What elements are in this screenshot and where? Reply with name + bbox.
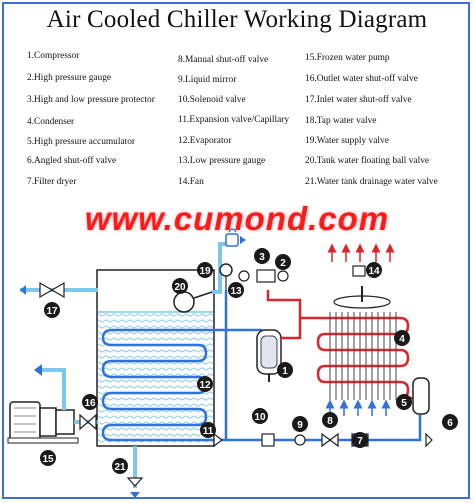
component-markers: 1 2 3 4 5 6 7 8 9 10 11 12 13 14 15 16 1… [40,248,458,474]
marker-16 [82,394,98,410]
legend-item-17: 17.Inlet water shut-off valve [305,95,412,105]
water-tank [96,269,215,447]
accumulator [412,377,430,415]
marker-5-label: 5 [401,398,407,409]
marker-4-label: 4 [399,334,405,345]
legend-item-12: 12.Evaporator [178,136,232,146]
liquid-line [226,415,422,442]
gauge-right-icon [277,270,289,282]
hot-air-arrows [327,243,395,262]
marker-1 [277,362,293,378]
legend-item-16: 16.Outlet water shut-off valve [305,74,418,84]
watermark: www.cumond.com [84,200,390,237]
legend-item-14: 14.Fan [178,177,204,187]
condenser [316,312,420,400]
legend-item-1: 1.Compressor [27,51,80,61]
marker-2-label: 2 [280,258,286,269]
marker-15-label: 15 [42,454,54,465]
marker-10-label: 10 [254,412,266,423]
marker-13-label: 13 [230,286,242,297]
marker-11-label: 11 [203,426,214,437]
legend-item-8: 8.Manual shut-off valve [178,55,269,65]
marker-14 [366,262,382,278]
legend-item-13: 13.Low pressure gauge [178,156,266,166]
marker-9-label: 9 [297,420,303,431]
fan-icon [333,265,391,309]
marker-12 [197,376,213,392]
marker-19 [197,262,213,278]
marker-19-label: 19 [199,266,211,277]
water-supply-pipe [212,228,246,294]
marker-14-label: 14 [368,266,380,277]
marker-15 [40,450,56,466]
marker-13 [228,282,244,298]
pressure-protector-icon [256,269,276,283]
legend-item-4: 4.Condenser [27,117,75,127]
marker-7-label: 7 [357,436,363,447]
marker-20-label: 20 [174,282,186,293]
marker-3-label: 3 [259,252,265,263]
inlet-water-pipe [20,281,98,299]
legend-item-11: 11.Expansion valve/Capillary [178,115,290,125]
legend-item-7: 7.Filter dryer [27,177,77,187]
marker-12-label: 12 [199,380,211,391]
compressor [256,329,282,382]
marker-8 [322,412,338,428]
marker-11 [200,422,216,438]
diagram-title: Air Cooled Chiller Working Diagram [46,6,428,33]
chilled-water-pump [7,364,98,444]
marker-6-label: 6 [447,418,453,429]
marker-5 [396,394,412,410]
cold-air-arrows [325,399,391,416]
legend-item-15: 15.Frozen water pump [305,53,390,63]
gauge-left-icon [238,270,250,282]
marker-16-label: 16 [84,398,96,409]
marker-1-label: 1 [282,366,288,377]
legend-item-3: 3.High and low pressure protector [27,95,155,105]
marker-21-label: 21 [114,462,126,473]
legend-item-5: 5.High pressure accumulator [27,137,136,147]
legend-item-19: 19.Water supply valve [305,136,389,146]
legend-item-21: 21.Water tank drainage water valve [305,177,438,187]
drain-valve [126,446,144,498]
marker-6 [442,414,458,430]
marker-10 [252,408,268,424]
marker-7 [352,432,368,448]
diagram-frame [2,2,470,499]
legend-item-18: 18.Tap water valve [305,116,377,126]
legend-item-20: 20.Tank water floating ball valve [305,156,430,166]
marker-17 [44,302,60,318]
marker-4 [394,330,410,346]
legend-item-9: 9.Liquid mirror [178,75,237,85]
marker-3 [254,248,270,264]
low-pressure-gauge [219,263,233,277]
marker-20 [172,278,188,294]
marker-21 [112,458,128,474]
legend-item-6: 6.Angled shut-off valve [27,156,117,166]
marker-9 [292,416,308,432]
marker-17-label: 17 [46,306,58,317]
legend-item-10: 10.Solenoid valve [178,95,246,105]
discharge-line [266,290,302,340]
marker-8-label: 8 [327,416,333,427]
legend-item-2: 2.High pressure gauge [27,73,112,83]
marker-2 [275,254,291,270]
